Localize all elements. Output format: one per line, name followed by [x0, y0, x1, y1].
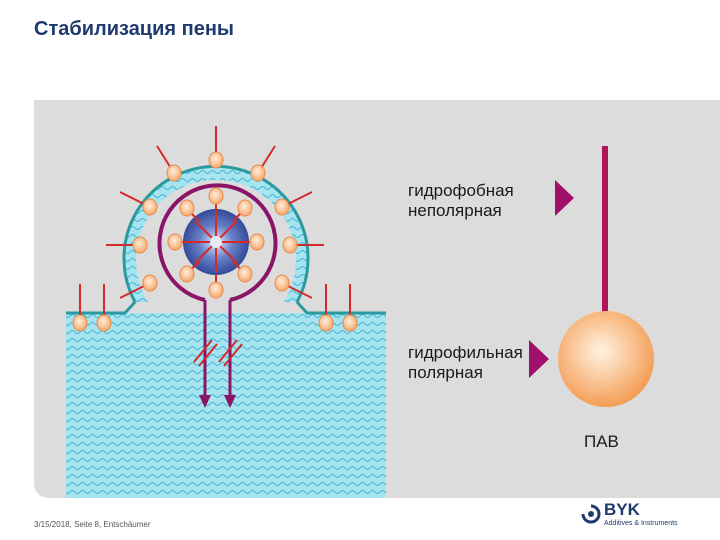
outer-surfactant-heads — [72, 151, 358, 332]
inner-surfactant-heads — [167, 187, 265, 299]
hydrophilic-label: гидрофильная полярная — [408, 343, 553, 383]
footer-text: 3/15/2018, Seite 8, Entschäumer — [34, 520, 151, 529]
core-sphere — [183, 209, 249, 275]
byk-logo: BYK Additives & Instruments — [580, 500, 700, 534]
byk-logo-icon — [581, 504, 601, 524]
page-title: Стабилизация пены — [34, 18, 234, 40]
logo-name: BYK — [604, 500, 640, 519]
inner-membrane — [157, 183, 278, 408]
surfactant-label: ПАВ — [584, 432, 619, 451]
hydrophobic-label: гидрофобная неполярная — [408, 181, 548, 221]
logo-subtitle: Additives & Instruments — [604, 520, 678, 527]
surfactant-model — [558, 146, 654, 407]
liquid-body — [66, 313, 386, 498]
hydrophilic-pointer — [529, 340, 549, 378]
hydrophilic-label-line2: полярная — [408, 363, 483, 382]
hydrophobic-label-line2: неполярная — [408, 201, 502, 220]
hydrophobic-label-line1: гидрофобная — [408, 181, 514, 200]
hydrophobic-pointer — [555, 180, 574, 216]
hydrophilic-label-line1: гидрофильная — [408, 343, 523, 362]
